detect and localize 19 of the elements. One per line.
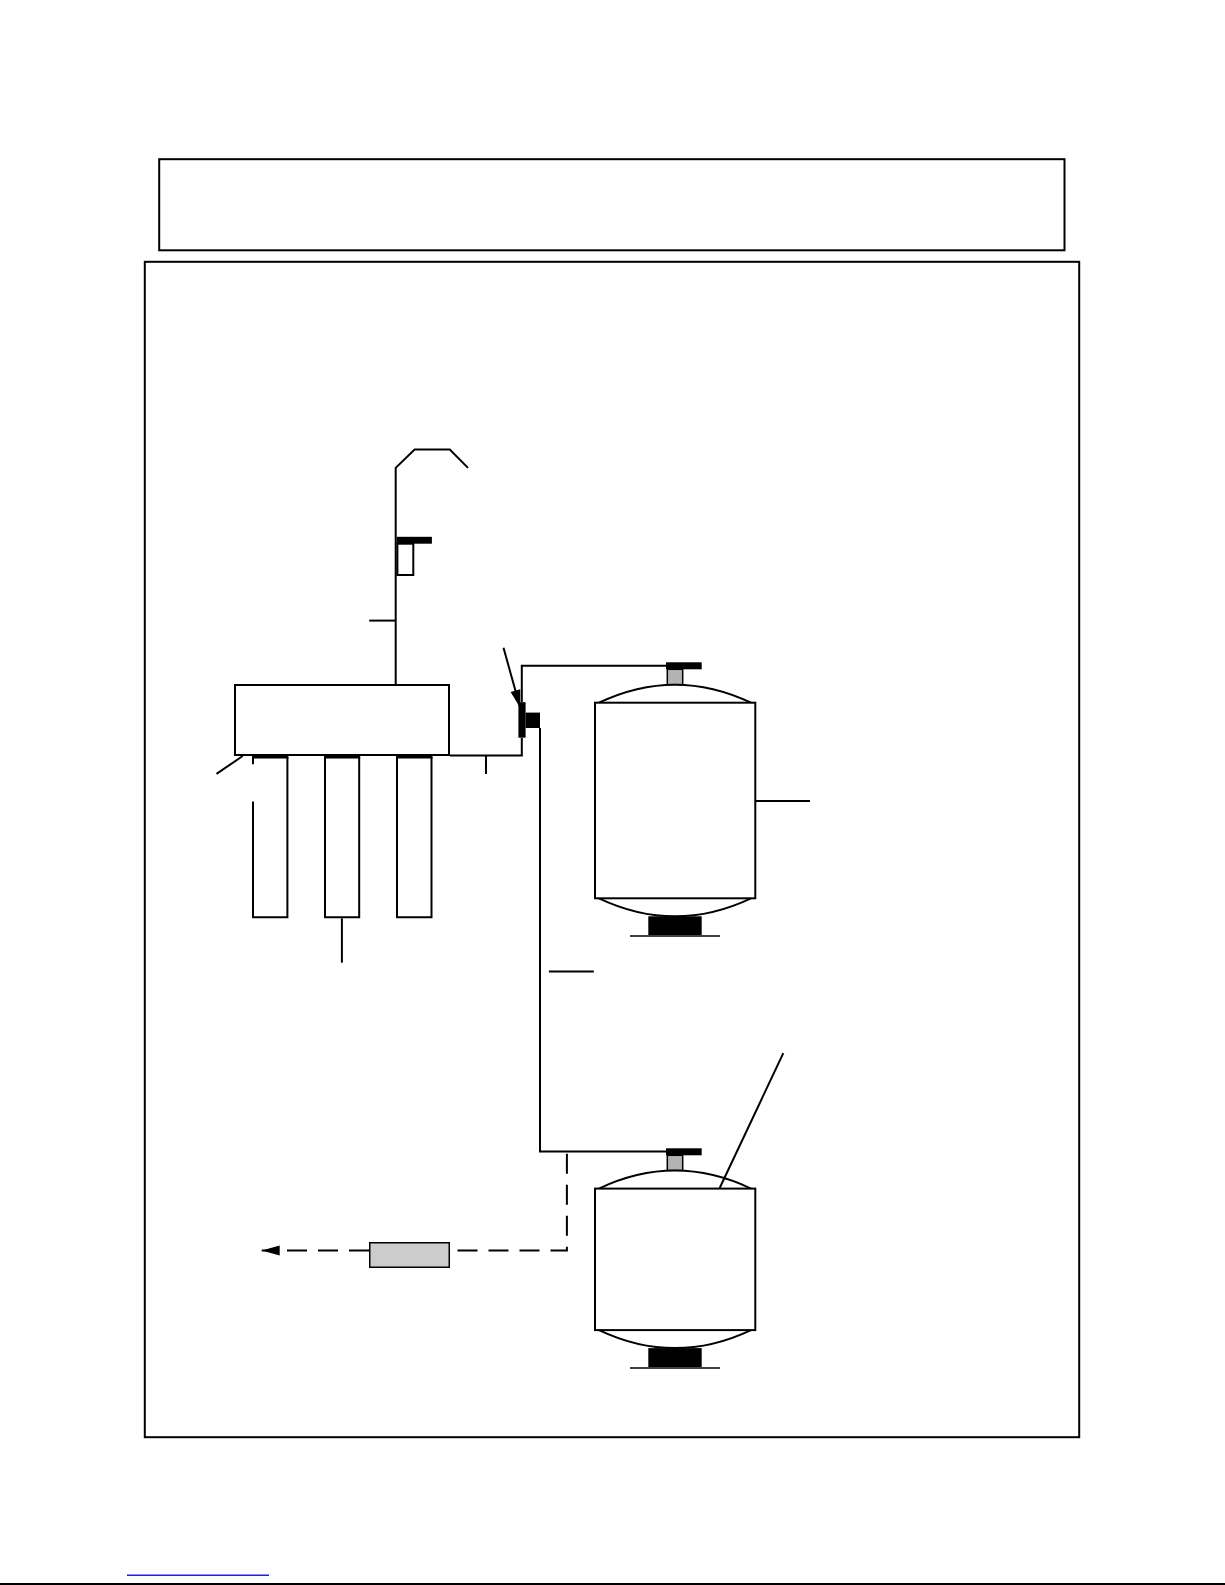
- filter-cartridge: [395, 755, 433, 919]
- leader-arrow: [502, 646, 522, 709]
- leader-line: [340, 917, 343, 964]
- pipe-line: [449, 737, 523, 757]
- faucet: [394, 447, 470, 577]
- drain-arrow: [260, 1245, 370, 1256]
- leader-line: [755, 800, 811, 802]
- pressure-tank: [594, 662, 756, 937]
- pipe-line: [520, 664, 667, 703]
- pipe-line: [394, 576, 397, 685]
- filter-cartridge: [251, 755, 289, 919]
- tee-valve: [518, 702, 540, 738]
- pipe-line: [539, 727, 668, 1153]
- leader-line: [215, 755, 244, 775]
- filter-cartridge: [324, 755, 361, 919]
- leader-line: [718, 1052, 785, 1189]
- filter-head: [234, 684, 450, 756]
- drain-fitting: [369, 1242, 450, 1268]
- storage-tank: [594, 1148, 756, 1369]
